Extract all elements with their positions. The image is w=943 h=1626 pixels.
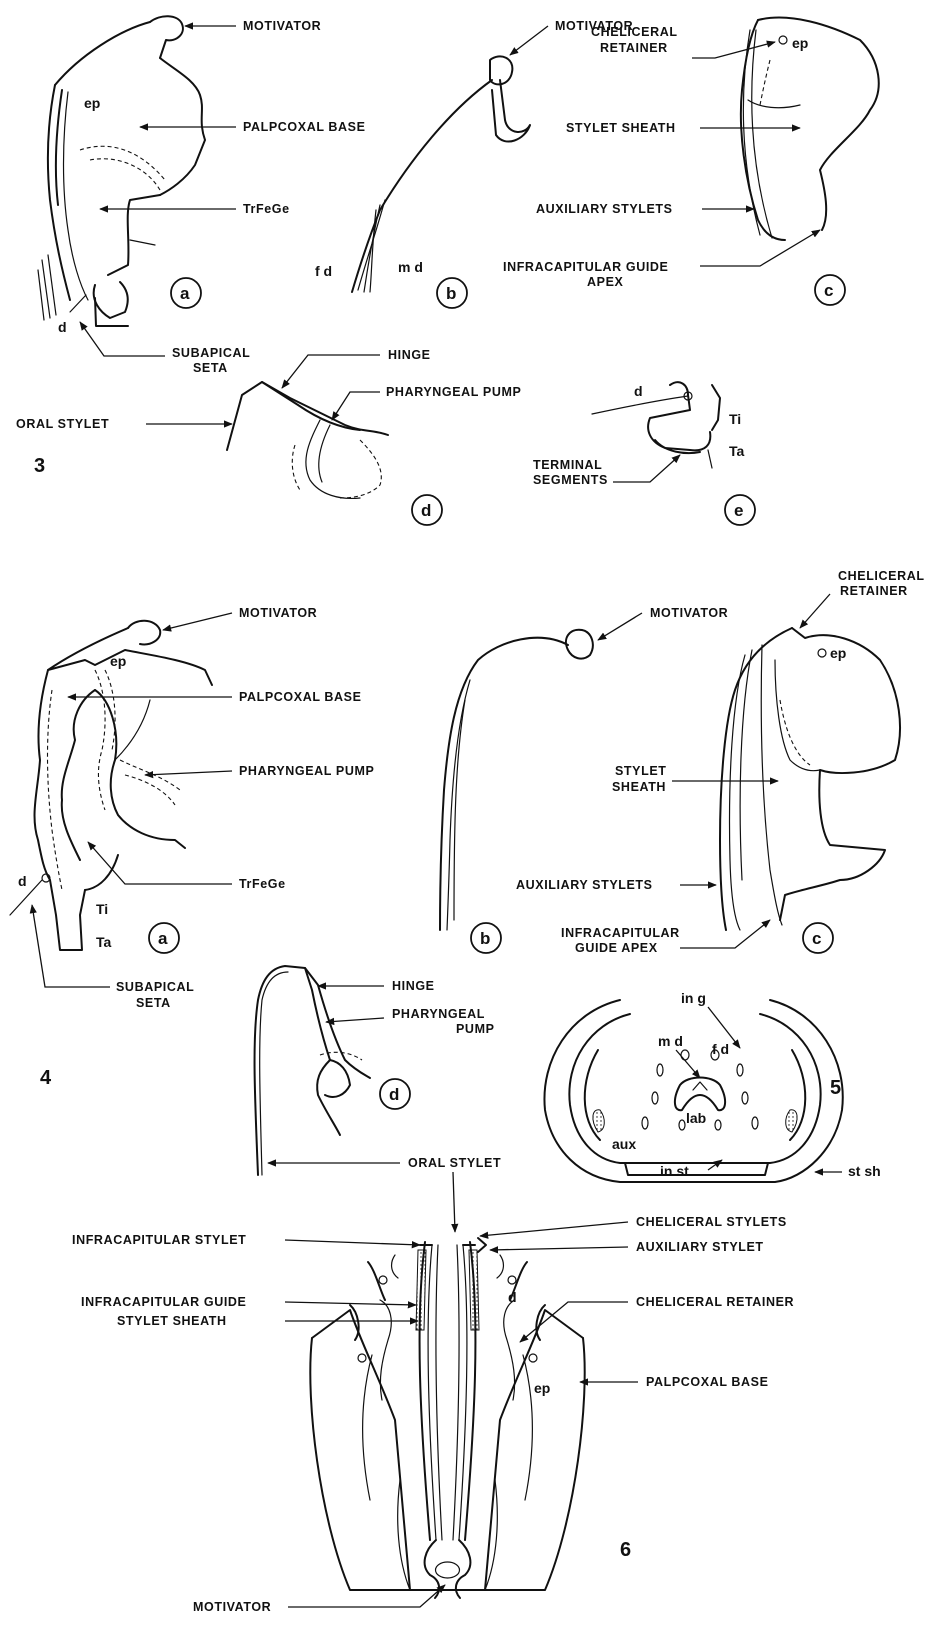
fig3e-terminal-segments-drawing <box>592 382 720 468</box>
fig3d-label-oral-stylet: ORAL STYLET <box>16 417 109 431</box>
fig4a-abbr-ta: Ta <box>96 934 112 950</box>
fig6-label-infracapitular-guide: INFRACAPITULAR GUIDE <box>81 1295 246 1309</box>
fig3c-label-infracapitular-guide: INFRACAPITULAR GUIDE <box>503 260 668 274</box>
fig4a-label-pharyngeal-pump: PHARYNGEAL PUMP <box>239 764 374 778</box>
fig4a-abbr-ti: Ti <box>96 901 108 917</box>
fig4c-label-auxiliary-stylets: AUXILIARY STYLETS <box>516 878 653 892</box>
fig5-abbr-stsh: st sh <box>848 1163 881 1179</box>
fig3d-oral-stylet-drawing <box>227 382 388 498</box>
fig3b-panel-letter: b <box>446 284 456 303</box>
fig5-abbr-inst: in st <box>660 1163 689 1179</box>
fig4c-stylet-sheath-drawing <box>720 628 900 930</box>
fig4a-abbr-ep: ep <box>110 653 126 669</box>
fig3c-label-apex: APEX <box>587 275 624 289</box>
fig4c-abbr-ep: ep <box>830 645 846 661</box>
figure-5-cross-section: in g m d f d lab aux in st st sh 5 <box>544 990 880 1182</box>
fig5-abbr-lab: lab <box>686 1110 706 1126</box>
fig3e-panel-letter: e <box>734 501 743 520</box>
fig3e-abbr-d: d <box>634 383 643 399</box>
fig6-label-oral-stylet: ORAL STYLET <box>408 1156 501 1170</box>
fig4d-label-hinge: HINGE <box>392 979 435 993</box>
fig3c-label-auxiliary-stylets: AUXILIARY STYLETS <box>536 202 673 216</box>
fig3d-panel-letter: d <box>421 501 431 520</box>
fig3e-abbr-ti: Ti <box>729 411 741 427</box>
fig4a-label-seta: SETA <box>136 996 171 1010</box>
fig4a-label-trfege: TrFeGe <box>239 877 286 891</box>
fig3d-label-hinge: HINGE <box>388 348 431 362</box>
fig3a-label-seta: SETA <box>193 361 228 375</box>
fig3e-label-segments: SEGMENTS <box>533 473 608 487</box>
fig3a-panel-letter: a <box>180 284 190 303</box>
fig3c-label-stylet-sheath: STYLET SHEATH <box>566 121 676 135</box>
fig6-label-motivator: MOTIVATOR <box>193 1600 271 1614</box>
fig3c-abbr-ep: ep <box>792 35 808 51</box>
fig4d-label-pump: PUMP <box>456 1022 495 1036</box>
fig4a-label-motivator: MOTIVATOR <box>239 606 317 620</box>
fig6-label-palpcoxal-base: PALPCOXAL BASE <box>646 1375 769 1389</box>
fig4a-abbr-d: d <box>18 873 27 889</box>
fig5-abbr-md: m d <box>658 1033 683 1049</box>
fig3-number: 3 <box>34 455 45 477</box>
fig4c-label-sheath: SHEATH <box>612 780 666 794</box>
fig3a-label-motivator: MOTIVATOR <box>243 19 321 33</box>
fig4d-panel-letter: d <box>389 1085 399 1104</box>
fig6-abbr-ep: ep <box>534 1380 550 1396</box>
fig4a-gnathosoma-drawing <box>10 621 212 950</box>
fig4c-panel-letter: c <box>812 929 821 948</box>
fig3a-abbr-ep: ep <box>84 95 100 111</box>
figure-3: MOTIVATOR PALPCOXAL BASE ep TrFeGe d SUB… <box>16 16 879 525</box>
fig6-number: 6 <box>620 1539 631 1561</box>
fig4c-label-infracapitular: INFRACAPITULAR <box>561 926 680 940</box>
fig6-label-cheliceral-stylets: CHELICERAL STYLETS <box>636 1215 787 1229</box>
fig3c-label-retainer: RETAINER <box>600 41 668 55</box>
fig5-abbr-ing: in g <box>681 990 706 1006</box>
fig6-abbr-d: d <box>508 1289 517 1305</box>
fig4-number: 4 <box>40 1067 52 1089</box>
fig4a-label-subapical: SUBAPICAL <box>116 980 194 994</box>
fig3b-abbr-fd: f d <box>315 263 332 279</box>
fig3e-abbr-ta: Ta <box>729 443 745 459</box>
fig3a-label-subapical: SUBAPICAL <box>172 346 250 360</box>
fig3d-label-pharyngeal-pump: PHARYNGEAL PUMP <box>386 385 521 399</box>
fig4a-label-palpcoxal-base: PALPCOXAL BASE <box>239 690 362 704</box>
fig6-label-auxiliary-stylet: AUXILIARY STYLET <box>636 1240 764 1254</box>
fig3a-abbr-d: d <box>58 319 67 335</box>
fig4d-oral-stylet-drawing <box>255 966 370 1175</box>
fig4c-label-stylet: STYLET <box>615 764 667 778</box>
fig4b-label-motivator: MOTIVATOR <box>650 606 728 620</box>
fig4d-label-pharyngeal: PHARYNGEAL <box>392 1007 485 1021</box>
fig3a-label-palpcoxal-base: PALPCOXAL BASE <box>243 120 366 134</box>
fig4c-label-retainer: RETAINER <box>840 584 908 598</box>
fig3a-label-trfege: TrFeGe <box>243 202 290 216</box>
fig6-label-infracapitular-stylet: INFRACAPITULAR STYLET <box>72 1233 246 1247</box>
fig6-label-stylet-sheath: STYLET SHEATH <box>117 1314 227 1328</box>
fig5-abbr-aux: aux <box>612 1136 636 1152</box>
fig6-label-cheliceral-retainer: CHELICERAL RETAINER <box>636 1295 794 1309</box>
fig4b-panel-letter: b <box>480 929 490 948</box>
fig4a-panel-letter: a <box>158 929 168 948</box>
fig3c-label-cheliceral: CHELICERAL <box>591 25 678 39</box>
fig4c-label-guide-apex: GUIDE APEX <box>575 941 658 955</box>
fig5-number: 5 <box>830 1077 841 1099</box>
figure-6-gnathosoma-dorsal: ORAL STYLET INFRACAPITULAR STYLET INFRAC… <box>72 1156 794 1614</box>
fig3c-stylet-sheath-drawing <box>741 18 879 240</box>
figure-4: MOTIVATOR ep PALPCOXAL BASE PHARYNGEAL P… <box>10 569 925 1175</box>
fig3e-label-terminal: TERMINAL <box>533 458 602 472</box>
fig4c-label-cheliceral: CHELICERAL <box>838 569 925 583</box>
fig3b-abbr-md: m d <box>398 259 423 275</box>
fig3b-stylet-drawing <box>352 56 530 292</box>
fig5-abbr-fd: f d <box>712 1041 729 1057</box>
fig3c-panel-letter: c <box>824 281 833 300</box>
